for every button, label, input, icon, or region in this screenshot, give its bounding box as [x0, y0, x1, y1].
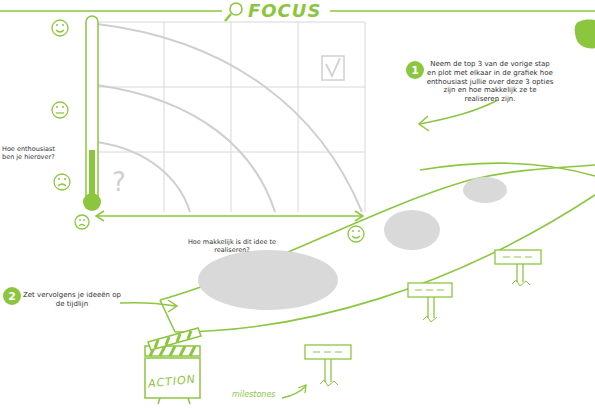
step-number: 2 — [3, 287, 21, 305]
step-number: 1 — [406, 61, 424, 79]
callout-number: 1 — [411, 65, 419, 76]
clapperboard: ACTION — [147, 368, 198, 394]
instruction-text: Neem de top 3 van de vorige stap en plot… — [426, 60, 554, 104]
callout-number: 2 — [8, 291, 16, 302]
axis-label: Hoe enthousiast ben je hierover? — [2, 145, 56, 161]
clapper-text: ACTION — [148, 372, 197, 390]
milestones-label: milestones — [232, 390, 292, 400]
question-mark: ? — [112, 166, 142, 199]
instruction-text: Zet vervolgens je ideeën op de tijdlijn — [22, 291, 122, 309]
worksheet-title: FOCUS — [248, 0, 321, 21]
axis-label: Hoe makkelijk is dit idee te realiseren? — [180, 238, 284, 254]
